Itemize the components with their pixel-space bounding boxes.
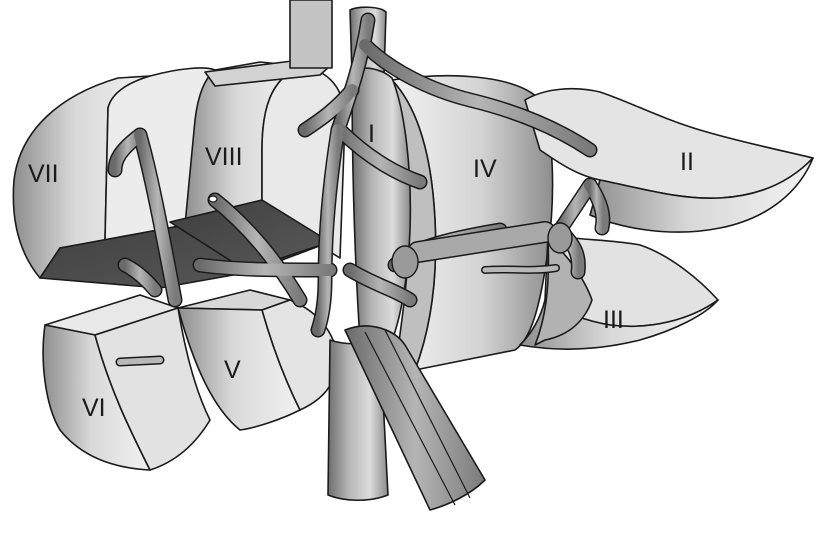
label-vii: VII: [28, 160, 59, 188]
label-iii: III: [603, 306, 624, 334]
label-v: V: [224, 356, 241, 384]
label-viii: VIII: [205, 143, 243, 171]
label-i: I: [368, 120, 375, 148]
label-ii: II: [680, 148, 694, 176]
label-iv: IV: [473, 155, 497, 183]
label-vi: VI: [82, 394, 106, 422]
